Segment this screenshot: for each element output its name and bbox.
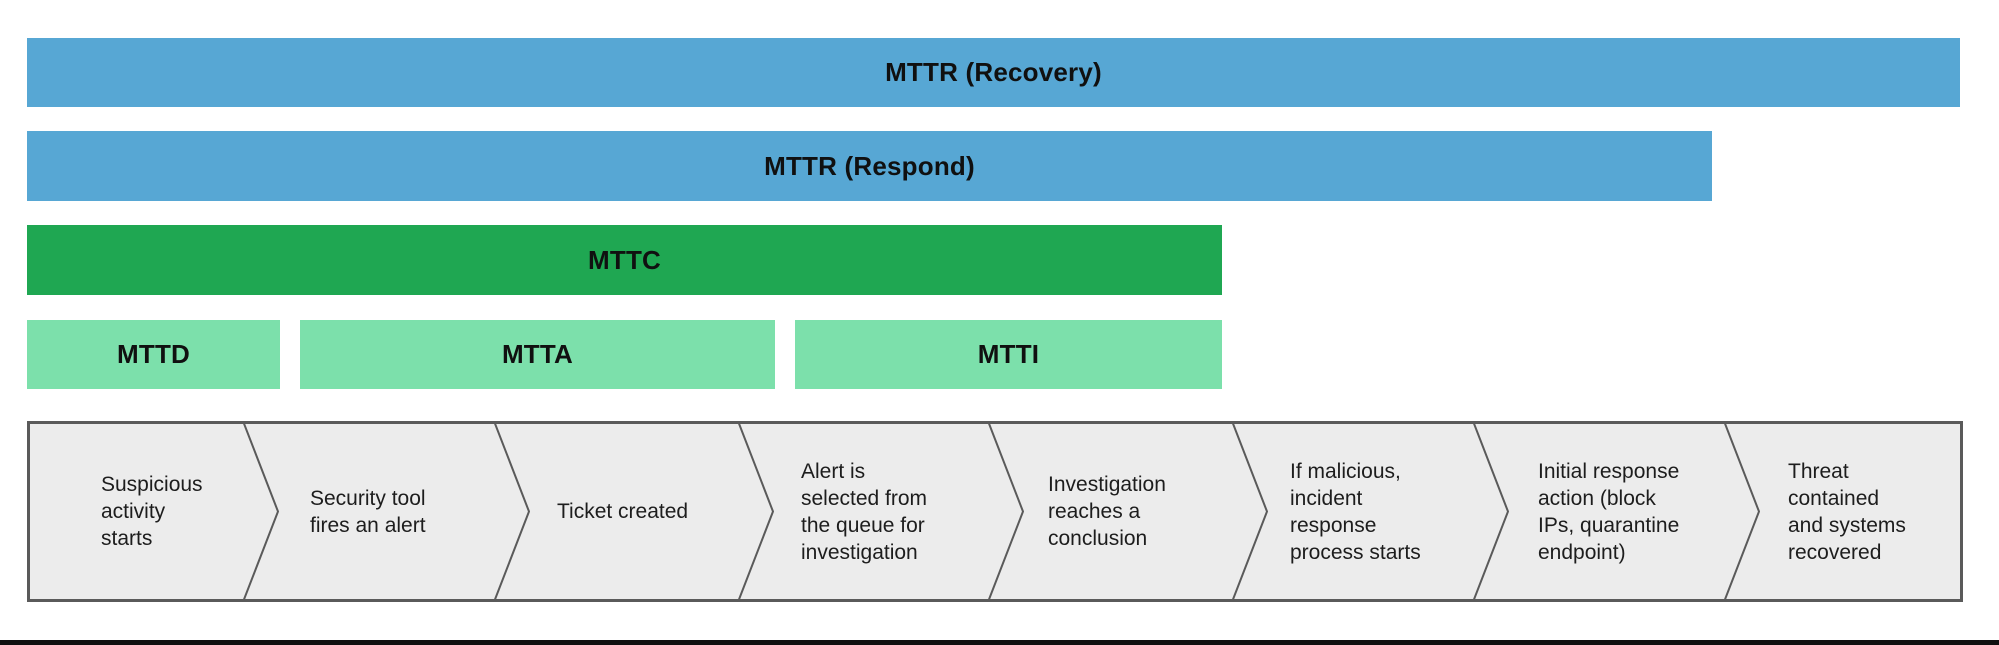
bar-mttc: MTTC [27,225,1222,295]
timeline-chevron-svg [27,421,1963,602]
step-divider-chevron [737,421,775,602]
step-divider-chevron [1723,421,1761,602]
step-divider-chevron [242,421,280,602]
step-divider-chevron [987,421,1025,602]
timeline-outline [27,421,1963,602]
bar-mttr-recovery: MTTR (Recovery) [27,38,1960,107]
bar-label-mttr-respond: MTTR (Respond) [764,150,975,181]
step-divider-chevron [493,421,531,602]
step-divider-chevron [1231,421,1269,602]
bar-label-mttr-recovery: MTTR (Recovery) [885,57,1102,87]
bar-mtta: MTTA [300,320,775,389]
bar-mtti: MTTI [795,320,1222,389]
bar-label-mtta: MTTA [501,339,574,369]
bar-label-mttd: MTTD [117,339,190,369]
step-divider-chevron [1472,421,1510,602]
bar-label-mtti: MTTI [977,339,1040,369]
bar-mttd: MTTD [27,320,280,389]
bar-mttr-respond: MTTR (Respond) [27,131,1712,201]
bottom-divider-rule [0,640,1999,645]
bar-label-mttc: MTTC [588,244,661,275]
